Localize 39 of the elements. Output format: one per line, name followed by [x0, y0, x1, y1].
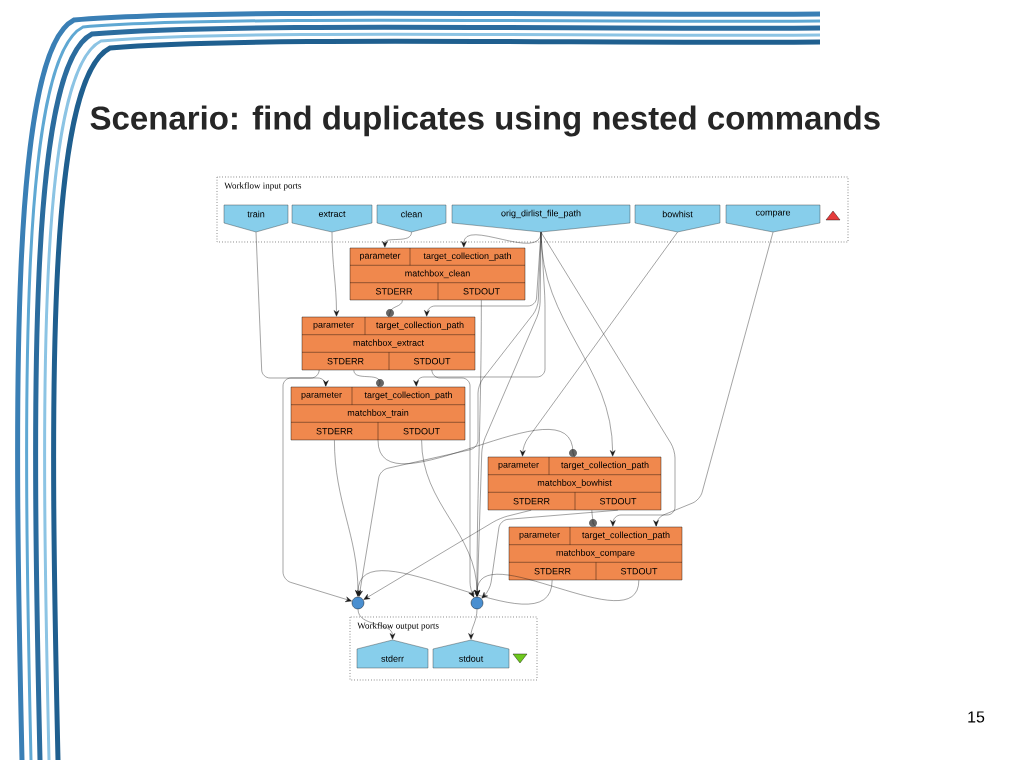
connector — [363, 510, 532, 600]
connector — [468, 609, 478, 640]
processor-box: parameter target_collection_path matchbox_compare STDERR STDOUT — [508, 526, 683, 581]
connector — [353, 370, 381, 384]
connector — [481, 510, 619, 599]
processor-box: parameter target_collection_path matchbox_bowhist STDERR STDOUT — [487, 456, 662, 511]
port-box: bowhist — [634, 204, 721, 233]
connector — [431, 369, 475, 598]
connector — [282, 369, 352, 602]
connector — [355, 570, 553, 605]
connector — [591, 510, 594, 524]
port-box: orig_dirlist_file_path — [451, 204, 631, 233]
connector — [474, 232, 542, 597]
processor-box: parameter target_collection_path matchbox_clean STDERR STDOUT — [349, 247, 526, 301]
port-box: compare — [725, 204, 821, 233]
connector — [520, 232, 678, 457]
connector — [592, 522, 596, 527]
connector — [388, 312, 391, 317]
connector — [653, 232, 774, 527]
title: Scenario: find duplicates using nested commands — [90, 105, 880, 137]
connector — [255, 232, 329, 387]
connector — [357, 609, 396, 640]
connector — [377, 429, 574, 464]
connector — [474, 574, 640, 601]
connector — [572, 452, 575, 457]
connector — [377, 382, 381, 387]
port-box: extract — [291, 204, 373, 233]
connector — [389, 300, 403, 314]
port-box: stdout — [432, 639, 510, 669]
port-box: stderr — [356, 639, 429, 669]
page-number: 15 — [968, 711, 985, 723]
connector — [382, 232, 412, 248]
connector — [461, 232, 542, 248]
processor-box: parameter target_collection_path matchbox_train STDERR STDOUT — [290, 386, 466, 441]
port-box: train — [223, 204, 289, 233]
processor-box: parameter target_collection_path matchbox_extract STDERR STDOUT — [301, 316, 476, 371]
port-box: clean — [376, 204, 447, 233]
connector — [540, 232, 676, 527]
connector — [331, 232, 340, 317]
